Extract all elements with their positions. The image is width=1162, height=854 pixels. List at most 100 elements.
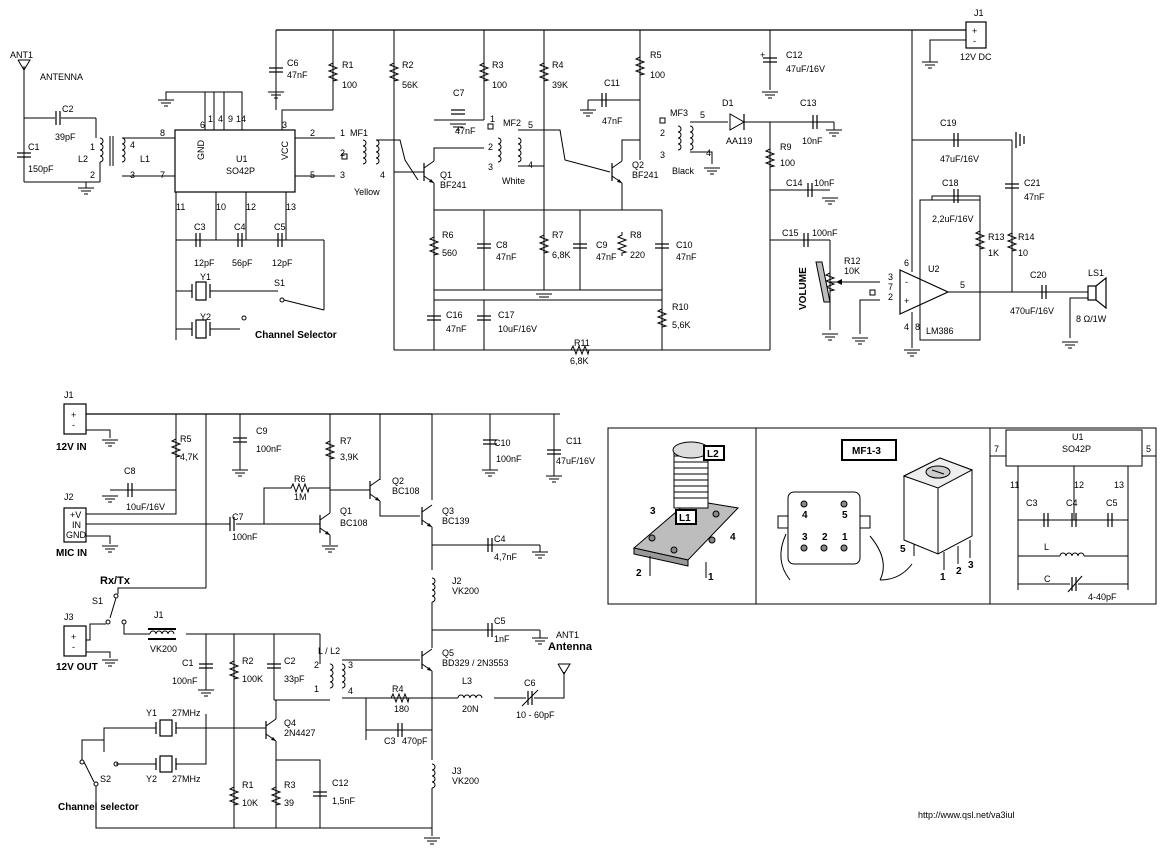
q1-ref: Q1 — [440, 170, 452, 180]
c5-val: 12pF — [272, 258, 293, 268]
u1-vcc: VCC — [280, 140, 290, 160]
tx-r2-ref: R2 — [242, 656, 254, 666]
c6-val: 47nF — [287, 70, 308, 80]
c1-val: 150pF — [28, 164, 54, 174]
ls1-ref: LS1 — [1088, 268, 1104, 278]
r14-val: 10 — [1018, 248, 1028, 258]
c11-ref: C11 — [604, 78, 620, 88]
mf2-pin-4: 4 — [528, 160, 533, 170]
u1-pin-6: 6 — [200, 120, 205, 130]
tx-c3-val: 470pF — [402, 736, 428, 746]
tx-j3-val: 12V OUT — [56, 662, 98, 673]
c9-ref: C9 — [596, 240, 608, 250]
u1-pin-12: 12 — [246, 202, 256, 212]
tx-c1-ref: C1 — [182, 658, 194, 668]
channel-selector-tx: Channel selector — [58, 802, 139, 813]
tx-c1-val: 100nF — [172, 676, 198, 686]
tx-j3choke-val: VK200 — [452, 776, 479, 786]
tx-ant1-ref: ANT1 — [556, 630, 579, 640]
tx-l-pin-4: 4 — [348, 686, 353, 696]
c6-ref: C6 — [287, 58, 299, 68]
panel-l: L — [1044, 542, 1049, 552]
r6-ref: R6 — [442, 230, 454, 240]
tx-r7-val: 3,9K — [340, 452, 359, 462]
l1-label: L1 — [140, 154, 150, 164]
mf1-pin-4: 4 — [380, 170, 385, 180]
tx-s2-label: S2 — [100, 774, 111, 784]
panel-u1-pin-7: 7 — [994, 444, 999, 454]
c2-ref: C2 — [62, 104, 74, 114]
tx-c6-val: 10 - 60pF — [516, 710, 555, 720]
panel-c: C — [1044, 574, 1051, 584]
tx-c2-val: 33pF — [284, 674, 305, 684]
tx-c4-val: 4,7nF — [494, 552, 518, 562]
u1-pin-3: 3 — [282, 120, 287, 130]
tx-j2-val: MIC IN — [56, 548, 87, 559]
svg-text:+: + — [972, 26, 977, 36]
svg-text:+: + — [760, 50, 765, 60]
c11-val: 47nF — [602, 116, 623, 126]
tx-c10-val: 100nF — [496, 454, 522, 464]
c15-val: 100nF — [812, 228, 838, 238]
q2-ref: Q2 — [632, 160, 644, 170]
u1-pin-8: 8 — [160, 128, 165, 138]
r1-ref: R1 — [342, 60, 354, 70]
u1-pin-7: 7 — [160, 170, 165, 180]
r9-val: 100 — [780, 158, 795, 168]
panel-c-val: 4-40pF — [1088, 592, 1117, 602]
q1-part: BF241 — [440, 180, 467, 190]
r4-ref: R4 — [552, 60, 564, 70]
mf3-pin-3: 3 — [660, 150, 665, 160]
r1-val: 100 — [342, 80, 357, 90]
mf1-color: Yellow — [354, 187, 380, 197]
c20-val: 470uF/16V — [1010, 306, 1054, 316]
u1-pin-1: 1 — [208, 114, 213, 124]
panel-u1-part: SO42P — [1062, 444, 1091, 454]
r3-val: 100 — [492, 80, 507, 90]
tx-c6-ref: C6 — [524, 678, 536, 688]
tx-s1-label: S1 — [92, 596, 103, 606]
receiver-section: ANT1 ANTENNA C1 150pF C2 39pF L2 L1 4 3 … — [10, 8, 1107, 366]
panel-u1-pin-5: 5 — [1146, 444, 1151, 454]
r2-val: 56K — [402, 80, 418, 90]
c10-ref: C10 — [676, 240, 693, 250]
q2-part: BF241 — [632, 170, 659, 180]
tx-c3-ref: C3 — [384, 736, 396, 746]
r9-ref: R9 — [780, 142, 792, 152]
svg-text:+: + — [904, 296, 909, 306]
mf3-pin-5: 5 — [700, 110, 705, 120]
c1-ref: C1 — [28, 142, 40, 152]
tx-c7-ref: C7 — [232, 512, 244, 522]
u2-pin-6: 6 — [904, 258, 909, 268]
tx-q4-ref: Q4 — [284, 718, 296, 728]
c3-val: 12pF — [194, 258, 215, 268]
tx-l3-ref: L3 — [462, 676, 472, 686]
mf1-pin-3: 3 — [340, 170, 345, 180]
c10-val: 47nF — [676, 252, 697, 262]
c15-ref: C15 — [782, 228, 799, 238]
tx-q1-part: BC108 — [340, 518, 368, 528]
c13-val: 10nF — [802, 136, 823, 146]
panel-u1-pin-12: 12 — [1074, 480, 1084, 490]
tx-r7-ref: R7 — [340, 436, 352, 446]
tx-l-pin-2: 2 — [314, 660, 319, 670]
tx-l-pin-1: 1 — [314, 684, 319, 694]
panel-u1-ref: U1 — [1072, 432, 1084, 442]
r2-ref: R2 — [402, 60, 414, 70]
tx-r1-ref: R1 — [242, 780, 254, 790]
mf3-pin-2: 2 — [660, 128, 665, 138]
tx-q1-ref: Q1 — [340, 506, 352, 516]
tx-q3-part: BC139 — [442, 516, 470, 526]
c17-ref: C17 — [498, 310, 515, 320]
tx-c8-val: 10uF/16V — [126, 502, 165, 512]
tx-q3-ref: Q3 — [442, 506, 454, 516]
tx-l-pin-3: 3 — [348, 660, 353, 670]
u1-pin-10: 10 — [216, 202, 226, 212]
panel-mf-pin-4: 4 — [802, 510, 808, 521]
c18-ref: C18 — [942, 178, 959, 188]
tx-c7-val: 100nF — [232, 532, 258, 542]
panel-mf-pin-2: 2 — [822, 532, 828, 543]
tx-j1choke-val: VK200 — [150, 644, 177, 654]
l2-label: L2 — [78, 154, 88, 164]
mic-pin-in: IN — [72, 520, 81, 530]
